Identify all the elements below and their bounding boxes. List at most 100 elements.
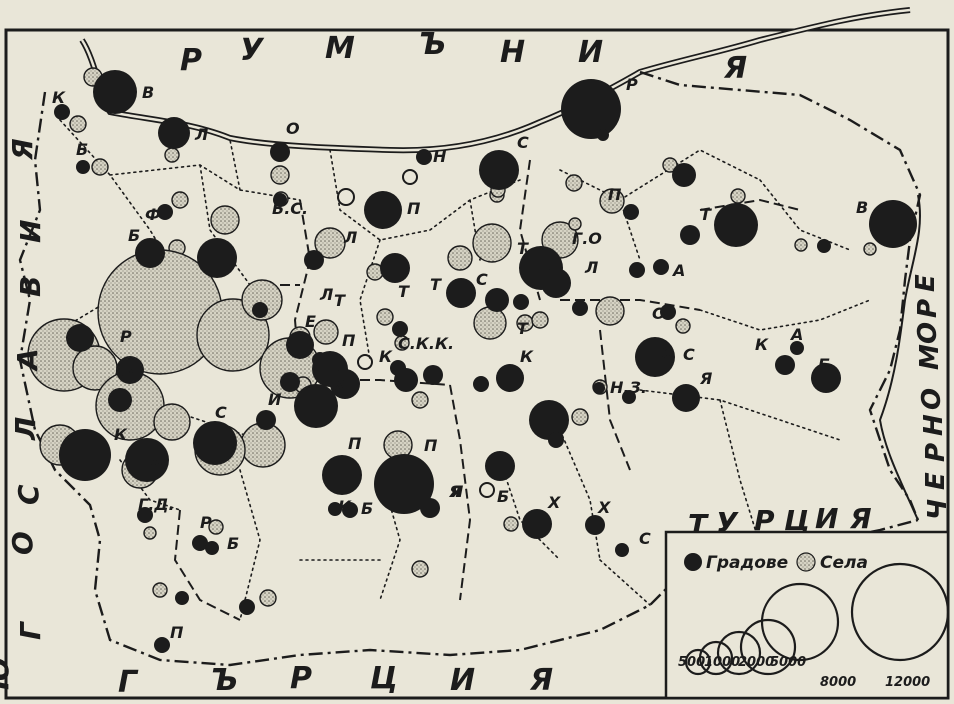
place-letter: Х (547, 493, 561, 512)
city-circle (622, 390, 636, 404)
city-circle (635, 337, 675, 377)
country-letter-turkey: Я (849, 502, 872, 535)
city-circle (548, 432, 564, 448)
country-letter-yugoslavia: И (14, 220, 47, 243)
city-circle (158, 117, 190, 149)
hollow-circle (402, 169, 418, 185)
village-circle (411, 560, 429, 578)
country-letter-black_sea: Н (919, 414, 949, 436)
city-circle (473, 376, 489, 392)
state-border (18, 70, 922, 667)
place-letter: Ф (145, 205, 161, 224)
city-circle (66, 324, 94, 352)
village-circle (595, 296, 625, 326)
village-circle (376, 308, 394, 326)
place-letter: Е (305, 312, 316, 331)
village-circle (314, 227, 346, 259)
city-circle (615, 543, 629, 557)
village-circle (863, 242, 877, 256)
country-letter-romania: М (325, 31, 355, 66)
city-circle (790, 341, 804, 355)
country-letter-greece: И (450, 663, 475, 698)
country-letter-greece: Г (118, 665, 139, 700)
city-circle (811, 363, 841, 393)
country-letter-black_sea: Е (921, 472, 951, 490)
place-letter: О (286, 119, 300, 138)
scale-label: 1000 (704, 655, 740, 670)
village-circle (240, 422, 286, 468)
city-circle (193, 421, 237, 465)
village-circle (270, 165, 290, 185)
country-letter-romania: Ъ (418, 27, 446, 62)
country-letter-black_sea: Ч (923, 499, 953, 520)
scale-label: 8000 (820, 675, 856, 690)
city-circle (294, 384, 338, 428)
country-letter-greece: Ъ (210, 663, 238, 698)
hollow-circle (357, 354, 373, 370)
city-circle (660, 304, 676, 320)
place-letter: О (652, 304, 666, 323)
place-letter: К (755, 335, 769, 354)
village-circle (91, 158, 109, 176)
place-letter: А (671, 261, 685, 280)
city-circle (205, 541, 219, 555)
place-letter: В (856, 198, 868, 217)
city-circle (280, 372, 300, 392)
place-letter: Т (517, 319, 529, 338)
city-circle (714, 203, 758, 247)
scale-circle (684, 648, 712, 676)
village-circle (794, 238, 808, 252)
city-circle (125, 438, 169, 482)
city-circle (522, 509, 552, 539)
place-letter: Н (433, 147, 447, 166)
place-letter: Т (700, 205, 712, 224)
country-letter-romania: У (240, 33, 265, 68)
place-letter: Б (76, 140, 88, 159)
country-letter-romania: Я (723, 51, 747, 86)
village-circle (503, 516, 519, 532)
place-letter: Т (430, 275, 442, 294)
city-circle (585, 515, 605, 535)
place-letter: Б (122, 361, 134, 380)
city-circle (364, 191, 402, 229)
village-circle (164, 147, 180, 163)
place-letter: К (379, 347, 393, 366)
place-letter: Д (149, 452, 164, 471)
place-letter: В (142, 83, 154, 102)
city-circle (446, 278, 476, 308)
city-circle (116, 356, 144, 384)
city-circle (330, 369, 360, 399)
city-circle (394, 368, 418, 392)
city-circle (273, 193, 287, 207)
city-circle (154, 637, 170, 653)
country-letter-greece: Р (290, 661, 312, 696)
country-letter-black_sea: О (913, 322, 943, 344)
scale-label: 5000 (770, 655, 806, 670)
scale-circle (739, 618, 797, 676)
country-letter-yugoslavia: Г (14, 620, 47, 640)
village-circle (152, 582, 168, 598)
place-letter: Л (584, 258, 598, 277)
place-letter: Н.З. (610, 378, 647, 397)
place-letter: Г.О (572, 229, 602, 248)
city-circle (593, 382, 605, 394)
place-letter: Р (626, 75, 638, 94)
village-circle (568, 217, 582, 231)
city-circle (197, 238, 237, 278)
scale-label: 2000 (738, 655, 774, 670)
city-circle (680, 225, 700, 245)
place-letter: И (268, 390, 282, 409)
place-letter: Б (818, 355, 830, 374)
city-circle (817, 239, 831, 253)
country-letter-yugoslavia: Л (9, 417, 42, 441)
country-letter-black_sea: Е (911, 274, 941, 292)
place-letter: Т (398, 282, 410, 301)
city-circle (423, 365, 443, 385)
country-letter-yugoslavia: Я (6, 138, 39, 161)
city-circles (54, 70, 917, 653)
city-circle (572, 300, 588, 316)
